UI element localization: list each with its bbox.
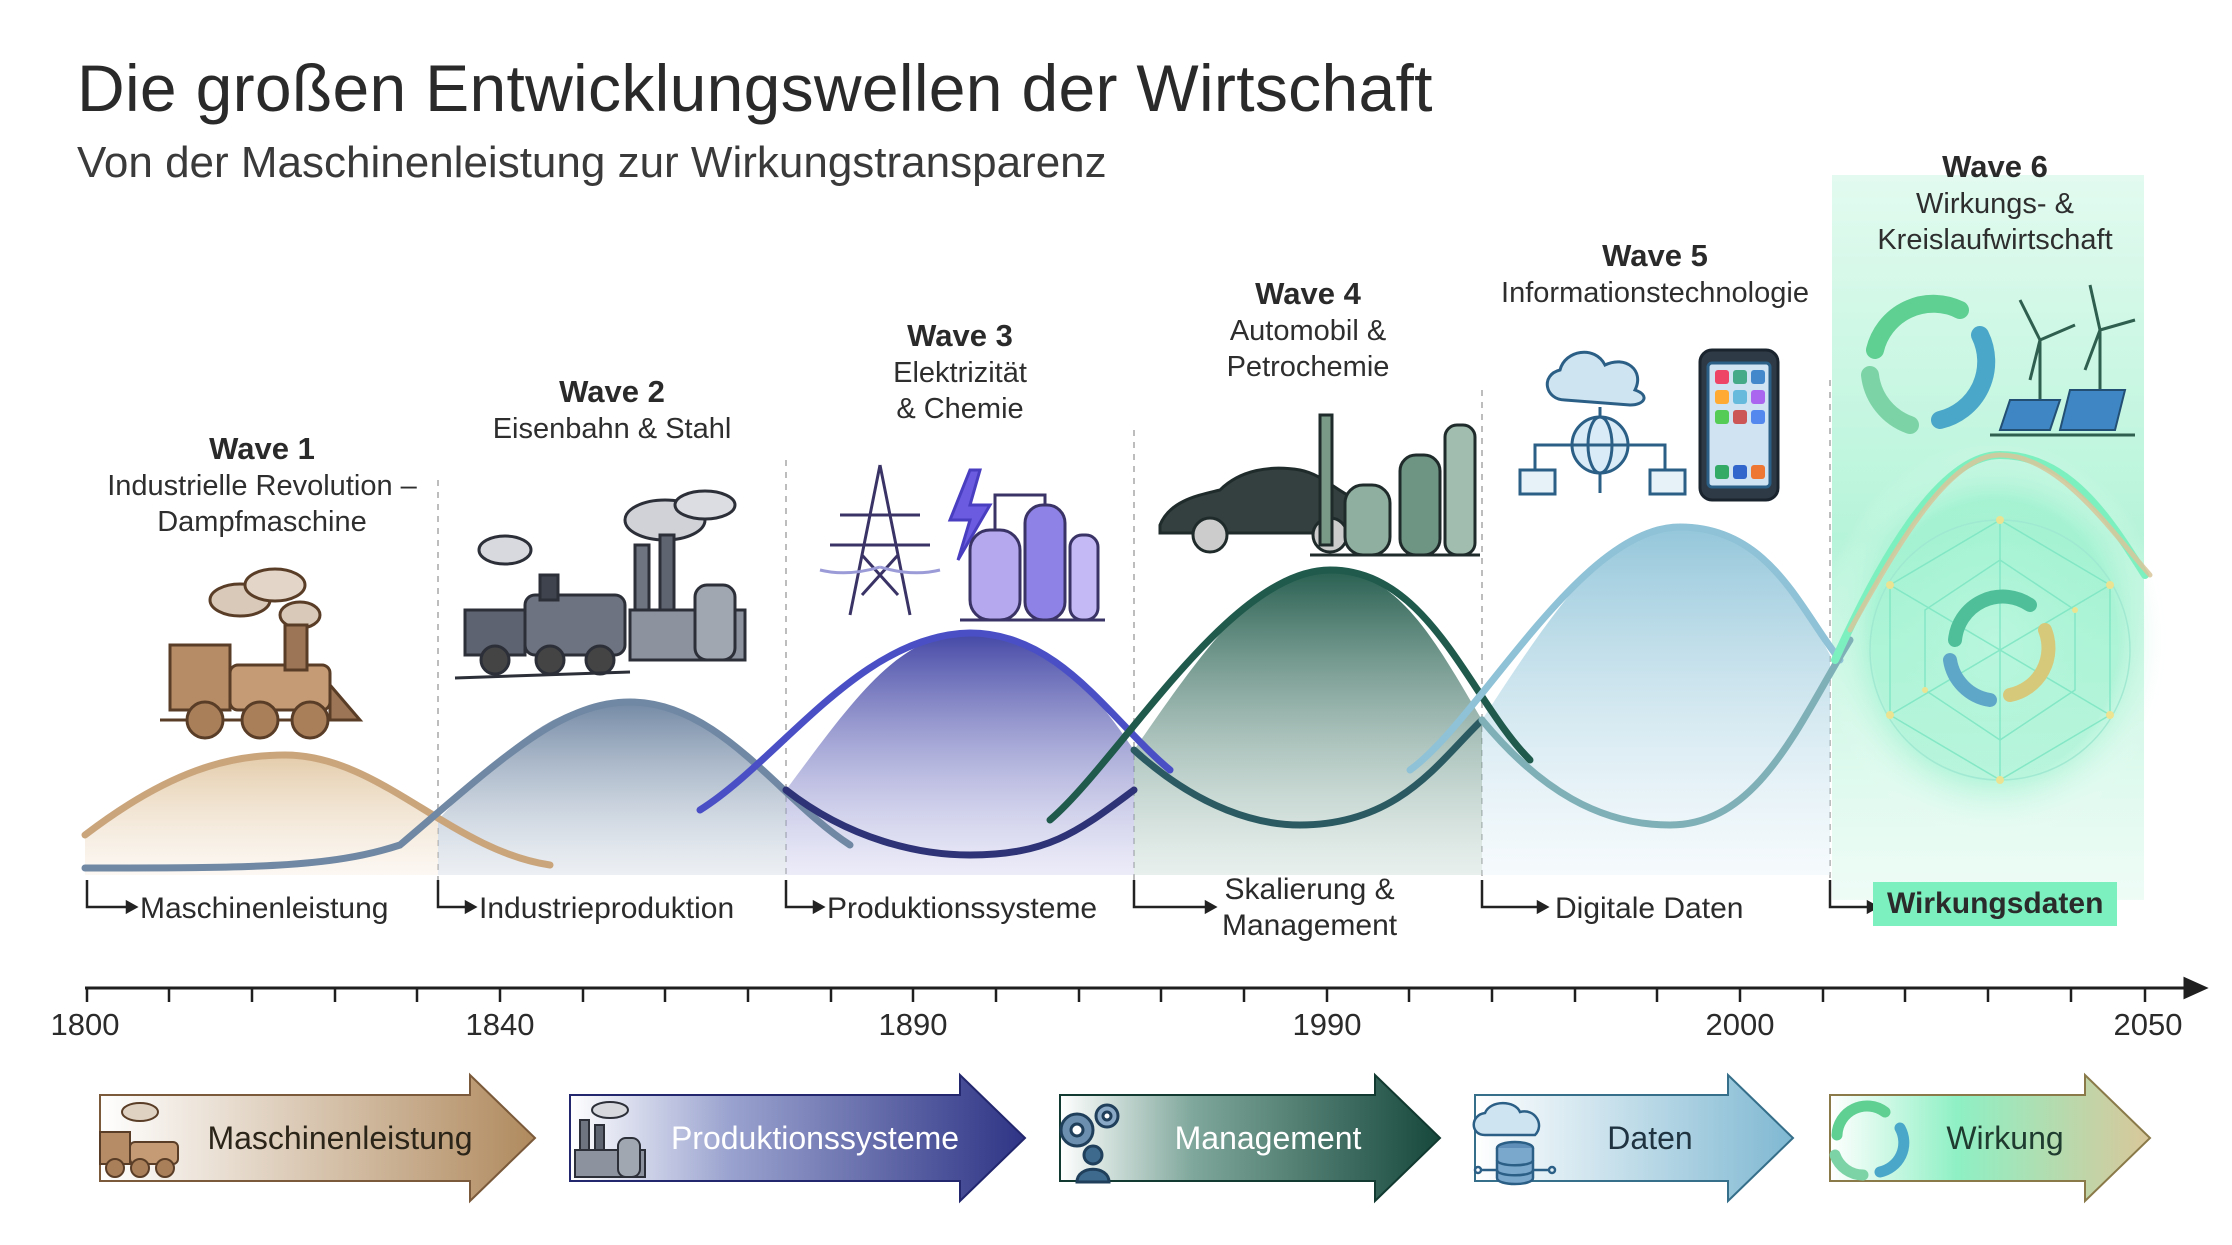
bottom-arrow-label-management: Management bbox=[1174, 1120, 1362, 1156]
bottom-arrow-label-maschinenleistung: Maschinenleistung bbox=[207, 1120, 473, 1156]
wave4-area bbox=[1134, 570, 1482, 875]
bottom-arrow-label-produktionssysteme: Produktionssysteme bbox=[670, 1120, 960, 1156]
wave1-area bbox=[85, 755, 438, 875]
timeline-ticks bbox=[85, 988, 2147, 1002]
year-label-1800: 1800 bbox=[50, 1007, 120, 1042]
wave5-number: Wave 5 bbox=[1602, 238, 1708, 273]
wave4-heading: Wave 4 Automobil & Petrochemie bbox=[1227, 275, 1390, 385]
wave4-description-2: Petrochemie bbox=[1226, 351, 1390, 383]
wave2-outcome: Industrieproduktion bbox=[479, 892, 735, 925]
network-sphere-icon bbox=[1869, 516, 2131, 784]
wave1-line bbox=[81, 751, 554, 869]
wave2-number: Wave 2 bbox=[559, 374, 665, 409]
recycle-wind-solar-icon bbox=[1861, 284, 2136, 437]
wave5-return-line bbox=[1478, 636, 1854, 829]
wave2-line bbox=[81, 698, 854, 872]
wave3-return-line bbox=[782, 786, 1138, 859]
timeline-axis bbox=[85, 976, 2209, 1000]
cloud-database-icon bbox=[1472, 1101, 1557, 1186]
year-label-1840: 1840 bbox=[465, 1007, 535, 1042]
locomotive-icon bbox=[99, 1102, 179, 1178]
wave1-description-2: Dampfmaschine bbox=[157, 506, 367, 538]
wave6-description: Wirkungs- & bbox=[1916, 188, 2074, 220]
wave4-line bbox=[1046, 566, 1534, 824]
train-factory-icon bbox=[454, 489, 747, 680]
wave2-description: Eisenbahn & Stahl bbox=[492, 413, 732, 445]
wave1-heading: Wave 1 Industrielle Revolution – Dampfma… bbox=[107, 430, 417, 540]
page-title: Die großen Entwicklungswellen der Wirtsc… bbox=[77, 51, 1433, 125]
bottom-arrow-maschinenleistung bbox=[99, 1072, 537, 1204]
wave1-number: Wave 1 bbox=[209, 431, 315, 466]
wave4-description: Automobil & bbox=[1229, 315, 1387, 347]
wave6-number: Wave 6 bbox=[1942, 149, 2048, 184]
wave4-number: Wave 4 bbox=[1255, 276, 1361, 311]
wave6-outer-line bbox=[1847, 452, 2153, 633]
wave6-description-2: Kreislaufwirtschaft bbox=[1877, 224, 2113, 256]
year-label-2050: 2050 bbox=[2113, 1007, 2183, 1042]
factory-icon bbox=[574, 1101, 646, 1178]
recycle-arrows-icon bbox=[1943, 589, 2056, 707]
wave1-outcome: Maschinenleistung bbox=[140, 892, 389, 925]
wave4-outcome-line1: Skalierung & bbox=[1224, 873, 1395, 906]
wave6-heading: Wave 6 Wirkungs- & Kreislaufwirtschaft bbox=[1877, 148, 2112, 258]
wave6-glow bbox=[1820, 440, 2170, 840]
wave3-outcome: Produktionssysteme bbox=[827, 892, 1098, 925]
wave1-description: Industrielle Revolution – bbox=[107, 470, 417, 502]
wave3-description: Elektrizität bbox=[893, 357, 1027, 389]
wave5-outcome: Digitale Daten bbox=[1555, 892, 1744, 925]
gears-person-icon bbox=[1059, 1103, 1120, 1184]
bottom-arrow-label-daten: Daten bbox=[1607, 1120, 1693, 1156]
bottom-arrow-wirkung bbox=[1829, 1072, 2152, 1204]
recycle-icon bbox=[1829, 1100, 1910, 1181]
wave4-outcome: Skalierung & Management bbox=[1222, 872, 1397, 944]
wave4-return-line bbox=[1130, 716, 1486, 829]
year-label-1890: 1890 bbox=[878, 1007, 948, 1042]
wave5-description: Informationstechnologie bbox=[1501, 277, 1809, 309]
outcome-arrows bbox=[85, 880, 1880, 915]
bottom-arrow-management bbox=[1059, 1072, 1442, 1204]
wave3-description-2: & Chemie bbox=[896, 393, 1024, 425]
year-label-2000: 2000 bbox=[1705, 1007, 1775, 1042]
wave5-heading: Wave 5 Informationstechnologie bbox=[1501, 237, 1809, 311]
wave4-outcome-line2: Management bbox=[1222, 909, 1398, 942]
wave3-heading: Wave 3 Elektrizität & Chemie bbox=[893, 317, 1027, 427]
power-pylon-chemistry-icon bbox=[819, 464, 1105, 622]
cloud-network-phone-icon bbox=[1518, 348, 1780, 502]
wave5-area bbox=[1482, 527, 1830, 875]
year-label-1990: 1990 bbox=[1292, 1007, 1362, 1042]
bottom-arrow-label-wirkung: Wirkung bbox=[1946, 1120, 2064, 1156]
wave3-number: Wave 3 bbox=[907, 318, 1013, 353]
wave5-line bbox=[1406, 523, 1844, 774]
wave6-outcome: Wirkungsdaten bbox=[1873, 882, 2118, 926]
page-subtitle: Von der Maschinenleistung zur Wirkungstr… bbox=[77, 138, 1107, 187]
wave3-line bbox=[696, 629, 1174, 814]
car-refinery-icon bbox=[1158, 413, 1480, 557]
steam-locomotive-icon bbox=[160, 567, 364, 740]
wave2-heading: Wave 2 Eisenbahn & Stahl bbox=[493, 373, 732, 447]
bottom-arrow-produktionssysteme bbox=[569, 1072, 1027, 1204]
wave3-area bbox=[786, 633, 1134, 875]
